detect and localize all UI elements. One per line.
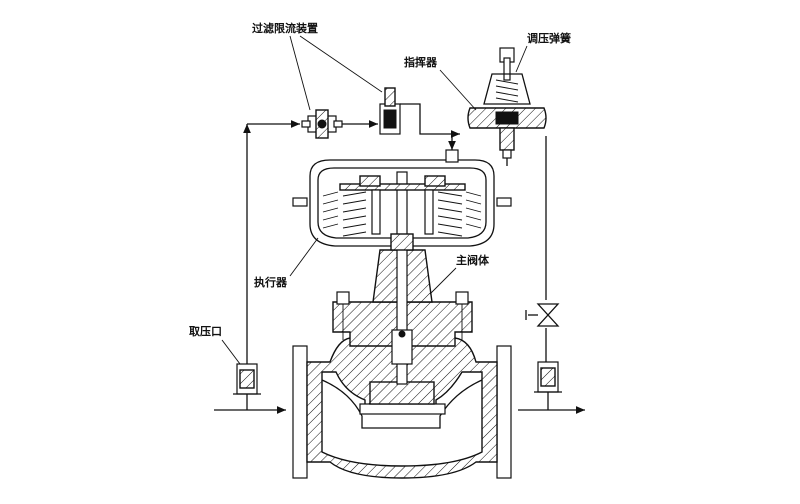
valve-stem: [396, 171, 408, 385]
actuator: [292, 149, 512, 251]
pipelines: [214, 103, 585, 414]
bonnet-bolt-right: [455, 291, 469, 305]
valve-disc: [369, 381, 435, 405]
pressure-tap-left: [233, 363, 261, 395]
actuator-top-port: [445, 149, 459, 163]
label-pilot: 指挥器: [404, 55, 438, 69]
callouts: 过滤限流装置 指挥器 调压弹簧 执行器 主阀体 取压口: [189, 21, 571, 365]
right-flange: [496, 345, 512, 479]
valve-seat: [359, 403, 446, 415]
stem-seal: [390, 233, 414, 251]
spring-bonnet: [483, 73, 531, 105]
flow-passage: [321, 379, 483, 429]
needle-valve: [525, 303, 560, 327]
actuator-spring-left: [322, 191, 367, 237]
actuator-housing: [309, 159, 495, 247]
actuator-spring-right: [437, 191, 482, 237]
actuator-inner: [317, 167, 487, 239]
left-flange: [292, 345, 308, 479]
restrictor-device: [379, 87, 401, 135]
bonnet-bolt-left: [336, 291, 350, 305]
label-main-valve-body: 主阀体: [456, 253, 490, 267]
label-filter-device: 过滤限流装置: [252, 21, 318, 35]
filter-device: [301, 109, 343, 139]
label-actuator: 执行器: [254, 275, 288, 289]
pressure-spring-coil: [495, 79, 519, 103]
pilot-valve-port: [499, 127, 515, 151]
pressure-tap-right: [534, 361, 562, 393]
stem-guide: [391, 329, 413, 365]
label-pressure-spring: 调压弹簧: [527, 31, 571, 45]
main-valve-body: [292, 171, 512, 479]
pilot-regulator: [467, 47, 547, 166]
label-pressure-port: 取压口: [189, 324, 222, 338]
